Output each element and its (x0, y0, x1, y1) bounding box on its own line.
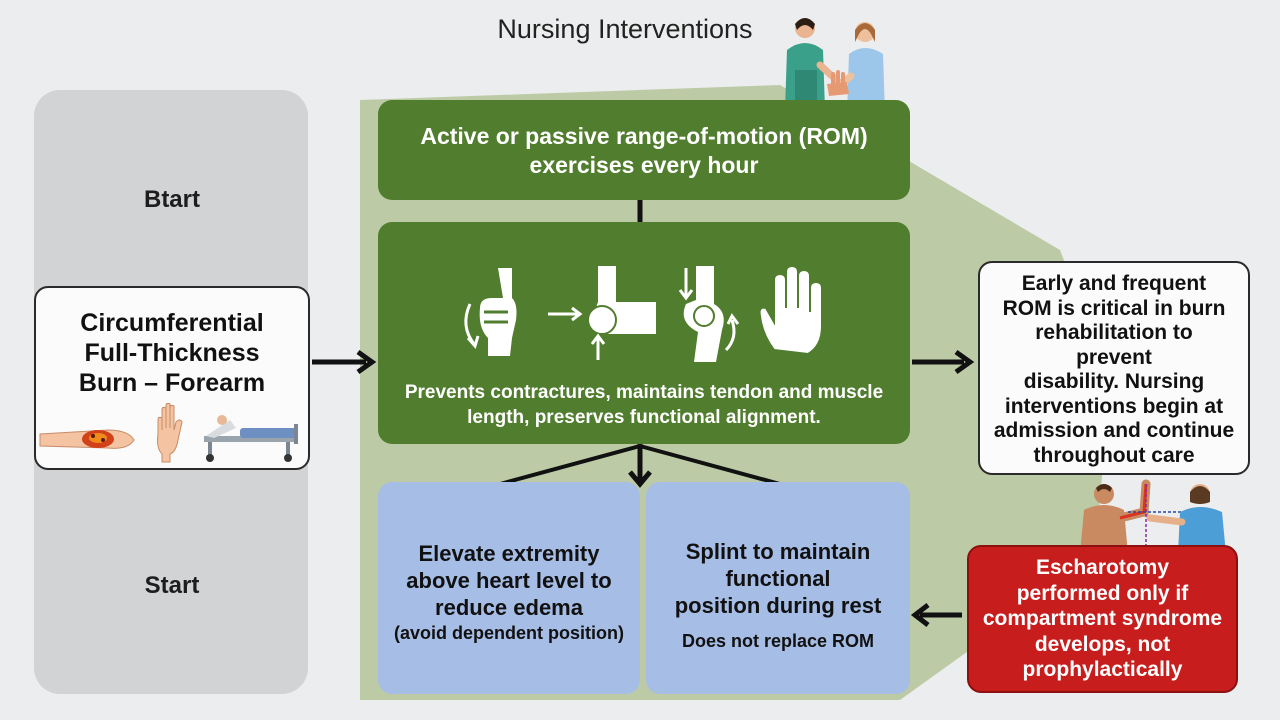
condition-line-2: Full-Thickness (84, 339, 260, 367)
lane-label-top: Btart (143, 186, 200, 213)
splint-box: Splint to maintain functional position d… (646, 482, 910, 694)
elevate-line-2: above heart level to (406, 568, 612, 593)
summary-line-6: interventions begin at (1004, 394, 1224, 418)
splint-line-2: functional (725, 566, 831, 591)
forearm-burn-icon (39, 429, 135, 449)
escharotomy-line-5: prophylactically (1022, 658, 1183, 681)
lane-label-bottom: Start (144, 572, 200, 599)
splint-line-3: position during rest (674, 593, 882, 618)
summary-line-4: prevent (1076, 345, 1152, 369)
summary-box: Early and frequent ROM is critical in bu… (978, 261, 1250, 475)
finger-flexion-icon (464, 268, 517, 356)
elevate-note: (avoid dependent position) (394, 623, 624, 643)
arrow-condition-to-rom (312, 349, 377, 375)
benefit-line-1: Prevents contractures, maintains tendon … (404, 382, 884, 403)
summary-line-5: disability. Nursing (1023, 370, 1205, 393)
elevate-box: Elevate extremity above heart level to r… (378, 482, 640, 694)
escharotomy-line-4: develops, not (1034, 632, 1171, 656)
arrow-escharotomy-to-splint (910, 603, 962, 627)
escharotomy-line-2: performed only if (1016, 581, 1189, 605)
rom-line-1: Active or passive range-of-motion (ROM) (420, 123, 868, 149)
escharotomy-line-1: Escharotomy (1035, 556, 1170, 579)
summary-line-1: Early and frequent (1021, 272, 1207, 295)
elbow-rotation-icon (678, 266, 740, 362)
condition-line-1: Circumferential (80, 309, 264, 337)
summary-line-3: rehabilitation to (1035, 321, 1193, 344)
rom-line-2: exercises every hour (529, 152, 759, 178)
escharotomy-box: Escharotomy performed only if compartmen… (967, 545, 1238, 693)
benefit-line-2: length, preserves functional alignment. (467, 407, 821, 428)
wrist-extension-icon (548, 266, 656, 360)
open-hand-icon (157, 402, 183, 463)
rom-box: Active or passive range-of-motion (ROM) … (378, 100, 910, 200)
elevate-line-3: reduce edema (435, 595, 583, 620)
elevate-line-1: Elevate extremity (418, 541, 600, 566)
summary-line-8: throughout care (1033, 443, 1195, 467)
splint-note: Does not replace ROM (681, 631, 875, 651)
spread-hand-icon (758, 264, 823, 356)
escharotomy-line-3: compartment syndrome (982, 607, 1223, 630)
condition-line-3: Burn – Forearm (78, 369, 266, 397)
branch-connector (499, 444, 781, 488)
summary-line-2: ROM is critical in burn (1002, 296, 1226, 320)
page-title: Nursing Interventions (497, 14, 753, 44)
hospital-bed-icon (204, 415, 298, 462)
therapist-arm-icon (1080, 479, 1226, 554)
summary-line-7: admission and continue (993, 419, 1235, 442)
splint-line-1: Splint to maintain (685, 539, 871, 564)
nurse-patient-icon (785, 18, 885, 114)
arrow-benefit-to-summary (912, 349, 975, 375)
